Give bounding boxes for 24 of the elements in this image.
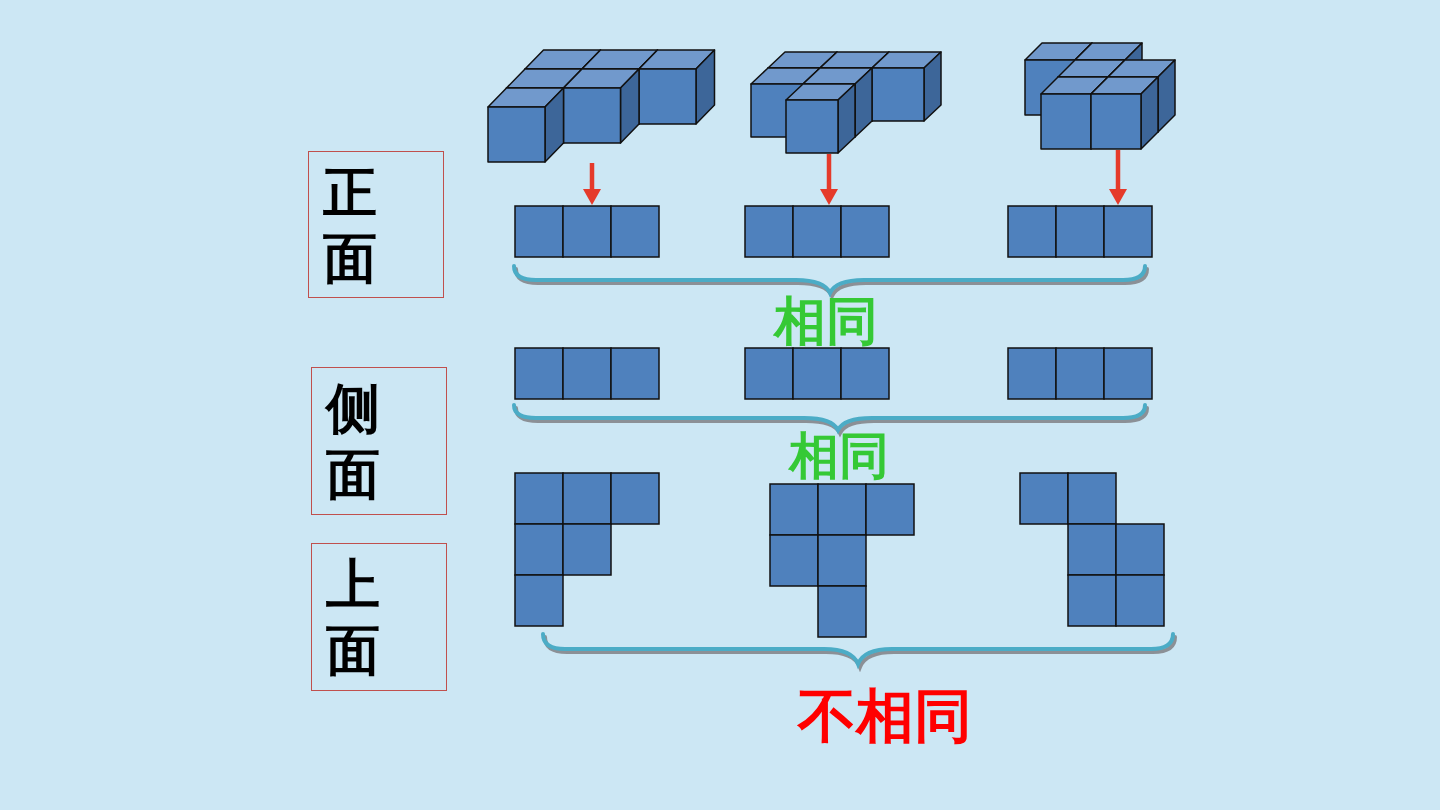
square-row-drawing bbox=[1007, 347, 1153, 400]
label-box bbox=[308, 151, 444, 298]
label-box bbox=[311, 543, 447, 691]
arrow bbox=[1109, 150, 1127, 205]
cube-stack-drawing bbox=[487, 49, 716, 163]
comparison-label: 相同 bbox=[774, 295, 878, 347]
square-grid-drawing bbox=[769, 483, 915, 638]
comparison-label: 不相同 bbox=[798, 687, 972, 745]
view-label: 正面 bbox=[323, 160, 377, 292]
view-label: 侧面 bbox=[326, 376, 380, 508]
square-row-drawing bbox=[744, 205, 890, 258]
square-grid-drawing bbox=[514, 472, 660, 627]
label-box bbox=[311, 367, 447, 515]
arrow bbox=[583, 163, 601, 205]
cube-stack-drawing bbox=[1024, 42, 1176, 150]
cube-stack-drawing bbox=[750, 51, 942, 154]
arrow bbox=[820, 154, 838, 205]
view-label: 上面 bbox=[326, 552, 380, 684]
square-row-drawing bbox=[514, 347, 660, 400]
square-row-drawing bbox=[744, 347, 890, 400]
comparison-label: 相同 bbox=[789, 431, 889, 481]
square-row-drawing bbox=[1007, 205, 1153, 258]
square-row-drawing bbox=[514, 205, 660, 258]
square-grid-drawing bbox=[1019, 472, 1165, 627]
